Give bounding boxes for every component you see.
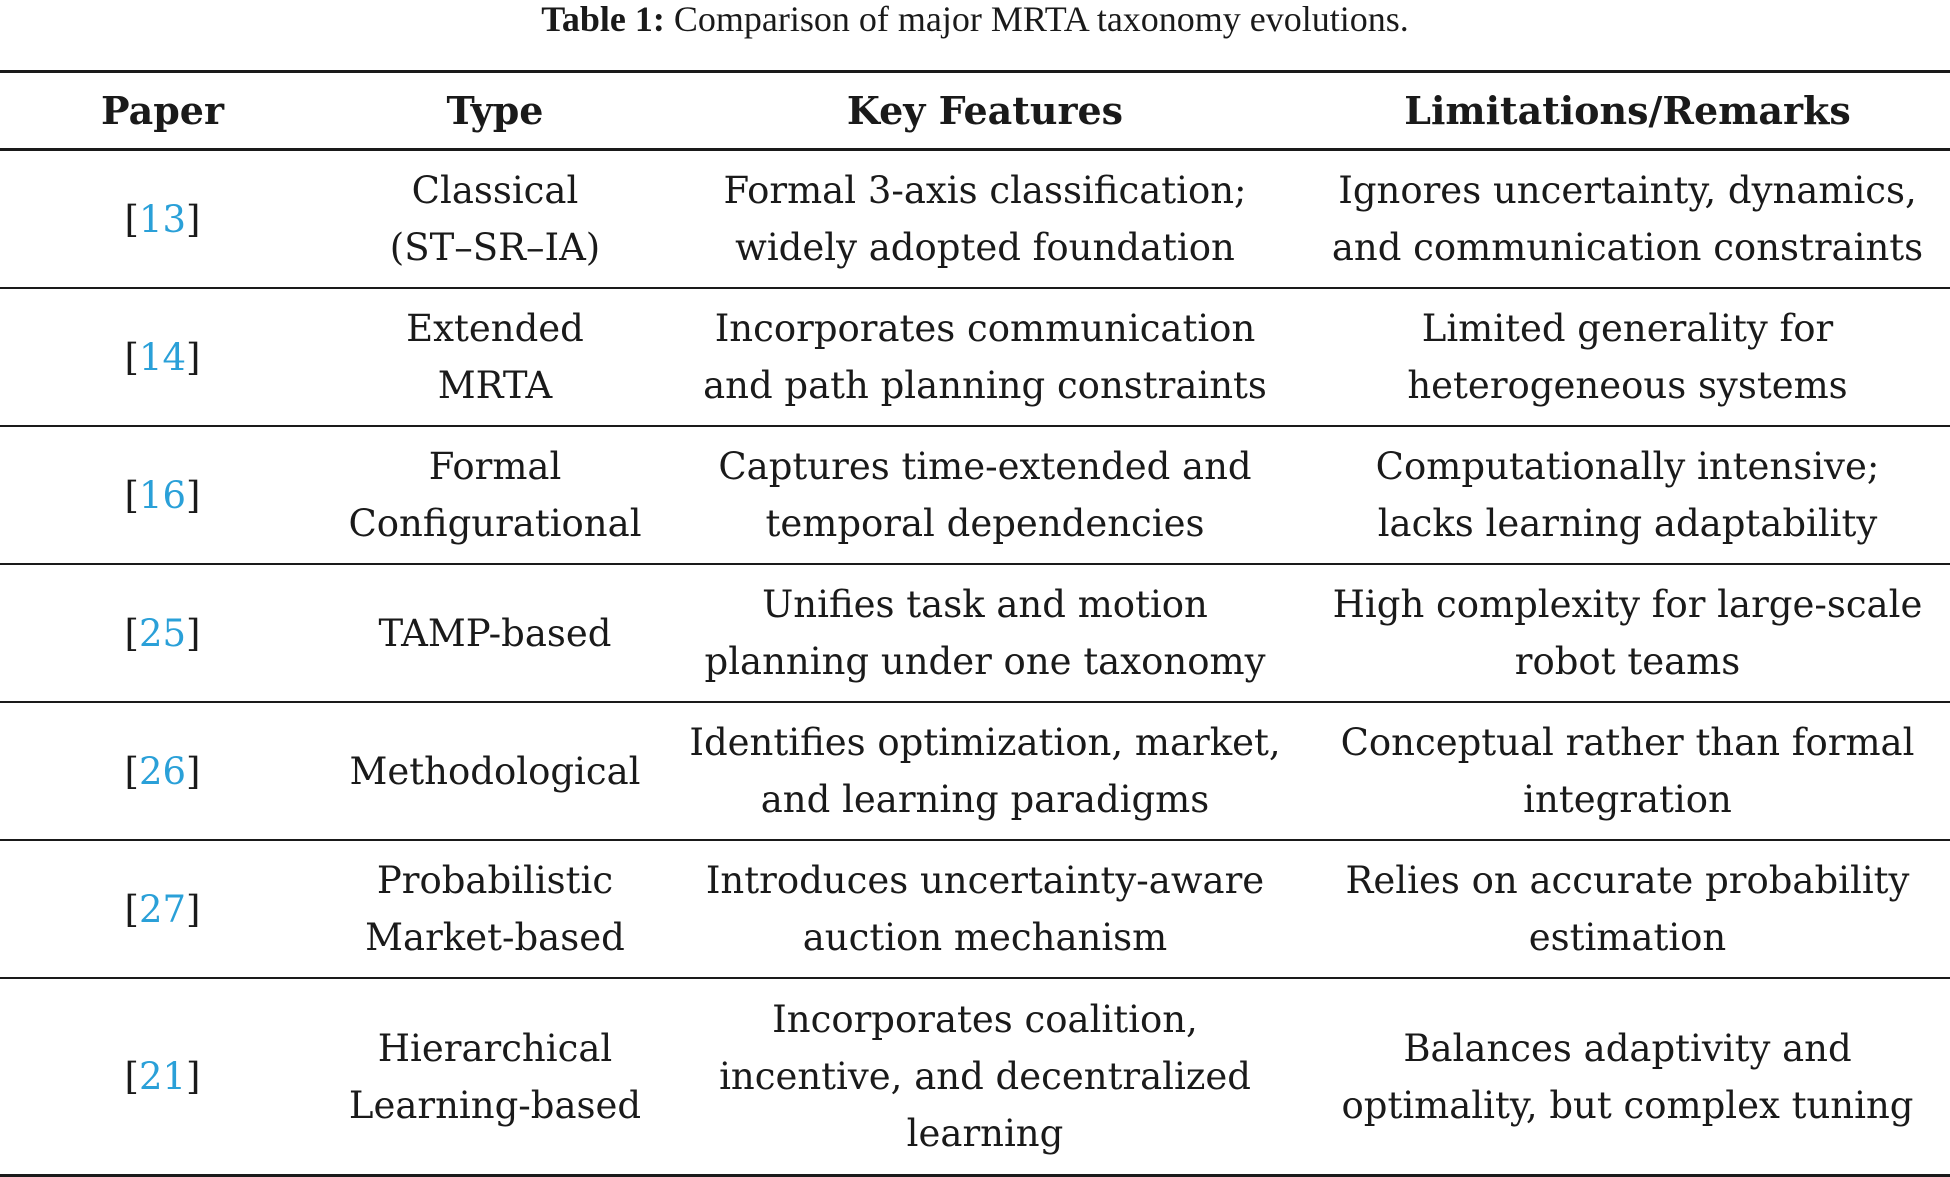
table-caption-label: Table 1:: [541, 0, 665, 39]
paper-cell: [16]: [0, 426, 325, 565]
remarks-cell: Conceptual rather than formal integratio…: [1305, 702, 1950, 841]
citation-link[interactable]: 13: [138, 197, 187, 241]
table-row: [27] Probabilistic Market-based Introduc…: [0, 840, 1950, 979]
table-row: [16] Formal Configurational Captures tim…: [0, 426, 1950, 565]
mrta-comparison-table: Paper Type Key Features Limitations/Rema…: [0, 70, 1950, 1177]
features-cell: Identifies optimization, market, and lea…: [665, 702, 1305, 841]
citation-link[interactable]: 16: [138, 473, 187, 517]
table-row: [25] TAMP-based Unifies task and motion …: [0, 564, 1950, 703]
type-cell: TAMP-based: [325, 564, 665, 703]
citation-link[interactable]: 21: [138, 1055, 187, 1098]
remarks-cell: Relies on accurate probability estimatio…: [1305, 840, 1950, 979]
features-cell: Incorporates coalition, incentive, and d…: [665, 978, 1305, 1177]
type-cell: Hierarchical Learning-based: [325, 978, 665, 1177]
header-limitations: Limitations/Remarks: [1305, 70, 1950, 151]
remarks-cell: High complexity for large-scale robot te…: [1305, 564, 1950, 703]
type-cell: Probabilistic Market-based: [325, 840, 665, 979]
citation-link[interactable]: 25: [138, 611, 187, 655]
header-paper: Paper: [0, 70, 325, 151]
remarks-cell: Limited generality for heterogeneous sys…: [1305, 288, 1950, 427]
features-cell: Unifies task and motion planning under o…: [665, 564, 1305, 703]
citation-link[interactable]: 27: [138, 887, 187, 931]
remarks-cell: Ignores uncertainty, dynamics, and commu…: [1305, 149, 1950, 289]
features-cell: Formal 3-axis classification; widely ado…: [665, 149, 1305, 289]
paper-cell: [13]: [0, 149, 325, 289]
paper-cell: [14]: [0, 288, 325, 427]
type-cell: Classical (ST–SR–IA): [325, 149, 665, 289]
table-header-row: Paper Type Key Features Limitations/Rema…: [0, 70, 1950, 151]
paper-cell: [27]: [0, 840, 325, 979]
citation-link[interactable]: 14: [138, 335, 187, 379]
remarks-cell: Balances adaptivity and optimality, but …: [1305, 978, 1950, 1177]
type-cell: Formal Configurational: [325, 426, 665, 565]
citation-link[interactable]: 26: [138, 749, 187, 793]
features-cell: Incorporates communication and path plan…: [665, 288, 1305, 427]
features-cell: Captures time-extended and temporal depe…: [665, 426, 1305, 565]
header-type: Type: [325, 70, 665, 151]
paper-cell: [21]: [0, 978, 325, 1177]
table-caption: Table 1: Comparison of major MRTA taxono…: [0, 0, 1950, 40]
remarks-cell: Computationally intensive; lacks learnin…: [1305, 426, 1950, 565]
table-caption-text: Comparison of major MRTA taxonomy evolut…: [664, 0, 1409, 39]
type-cell: Extended MRTA: [325, 288, 665, 427]
table-row: [14] Extended MRTA Incorporates communic…: [0, 288, 1950, 427]
header-key-features: Key Features: [665, 70, 1305, 151]
paper-cell: [26]: [0, 702, 325, 841]
table-row: [26] Methodological Identifies optimizat…: [0, 702, 1950, 841]
features-cell: Introduces uncertainty-aware auction mec…: [665, 840, 1305, 979]
table-row: [21] Hierarchical Learning-based Incorpo…: [0, 978, 1950, 1177]
type-cell: Methodological: [325, 702, 665, 841]
table-row: [13] Classical (ST–SR–IA) Formal 3-axis …: [0, 149, 1950, 289]
paper-cell: [25]: [0, 564, 325, 703]
